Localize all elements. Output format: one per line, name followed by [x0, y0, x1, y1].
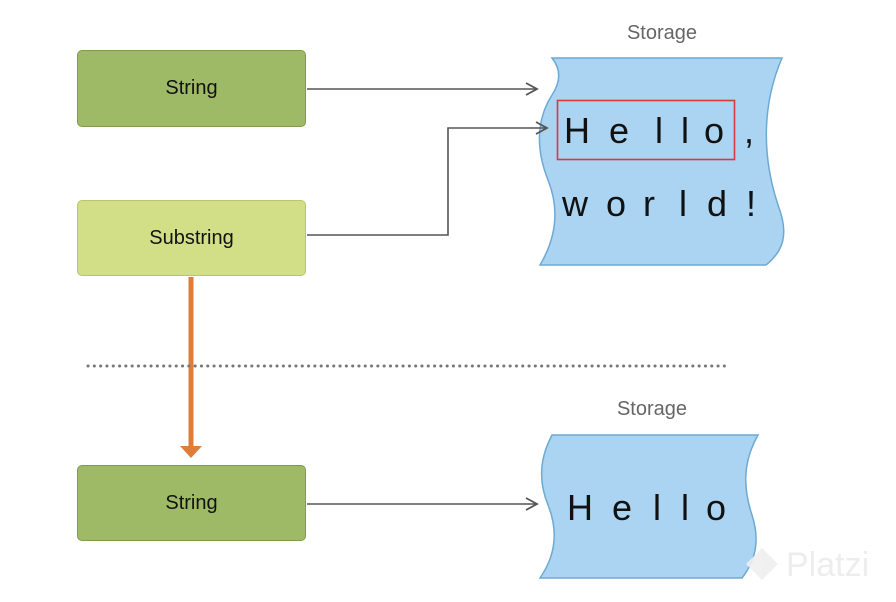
top-storage-line1: H e l l o ,: [564, 110, 754, 151]
char: d: [707, 183, 727, 224]
bottom-string-box: String: [77, 465, 306, 541]
bottom-storage-shape: [538, 434, 760, 579]
platzi-watermark: Platzi: [746, 546, 869, 584]
top-string-box: String: [77, 50, 306, 127]
char: !: [746, 183, 756, 224]
bottom-storage-label: Storage: [616, 398, 688, 420]
platzi-logo-icon: [746, 548, 778, 580]
bottom-storage-line1: H e l l o: [567, 487, 726, 528]
char: l: [679, 183, 687, 224]
char: l: [681, 110, 689, 151]
char: l: [655, 110, 663, 151]
char: l: [681, 487, 689, 528]
arrow-substring-to-storage: [307, 121, 549, 236]
char: ,: [744, 110, 754, 151]
top-storage-line2: w o r l d !: [561, 183, 756, 224]
char: H: [564, 110, 590, 151]
char: w: [561, 183, 589, 224]
char: o: [706, 487, 726, 528]
char: e: [609, 110, 629, 151]
char: o: [606, 183, 626, 224]
char: e: [612, 487, 632, 528]
substring-highlight: [556, 99, 736, 161]
substring-box: Substring: [77, 200, 306, 276]
watermark-text: Platzi: [786, 546, 869, 584]
convert-arrow-head: [180, 446, 202, 458]
char: o: [704, 110, 724, 151]
char: H: [567, 487, 593, 528]
char: r: [643, 183, 655, 224]
top-storage-label: Storage: [626, 22, 698, 44]
top-storage-shape: [538, 57, 785, 266]
char: l: [653, 487, 661, 528]
